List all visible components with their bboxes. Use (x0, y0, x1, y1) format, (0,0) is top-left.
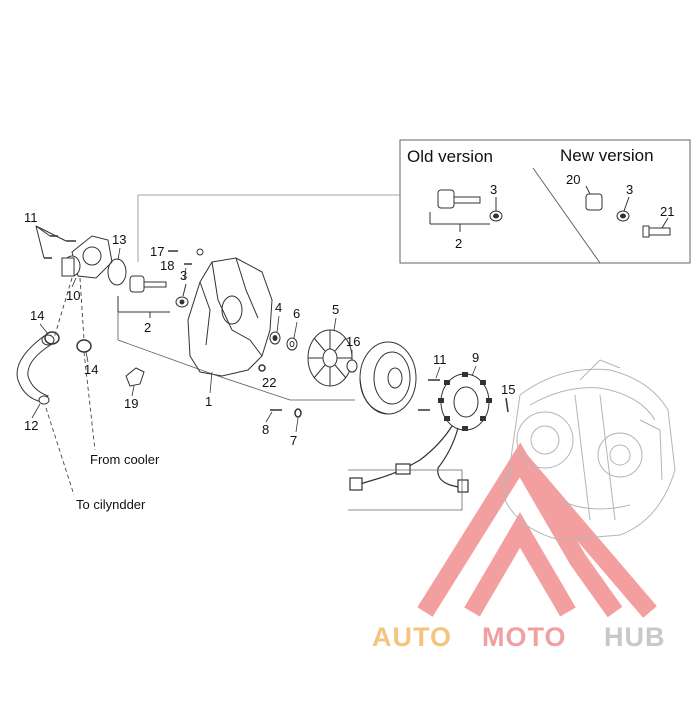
coolant-hose (16, 334, 55, 405)
new-version-label: New version (560, 146, 654, 165)
callout-10: 10 (66, 288, 80, 303)
callout-11: 11 (433, 352, 447, 367)
cover-seals (269, 331, 298, 351)
watermark-triangle (417, 442, 657, 618)
callout-7: 7 (290, 433, 297, 448)
engine-case-sketch (499, 359, 676, 541)
cover-leader-lines (117, 312, 355, 401)
callout-17: 17 (150, 244, 164, 259)
callout-13: 13 (112, 232, 126, 247)
to-cylinder-label: To cilyndder (76, 497, 146, 512)
callout-leaders (31, 247, 477, 433)
flow-dashed-lines (45, 277, 96, 496)
inset-leader-lines (137, 194, 400, 262)
callout-11: 11 (24, 210, 38, 225)
stator-screws (418, 379, 440, 411)
callout-8: 8 (262, 422, 269, 437)
stator-coil (438, 372, 492, 431)
callout-16: 16 (346, 334, 360, 349)
fan-nut (346, 359, 358, 373)
new-pump-parts (585, 193, 671, 238)
callout-18: 18 (160, 258, 174, 273)
flywheel-rotor (359, 341, 417, 415)
callout-21: 21 (660, 204, 674, 219)
watermark-hub: HUB (604, 622, 666, 652)
callout-1: 1 (205, 394, 212, 409)
gasket-ring (107, 258, 127, 286)
callout-14: 14 (84, 362, 98, 377)
housing-bolts (44, 235, 76, 259)
callout-12: 12 (24, 418, 38, 433)
callout-19: 19 (124, 396, 138, 411)
impeller-shaft (129, 275, 189, 308)
callout-6: 6 (293, 306, 300, 321)
from-cooler-label: From cooler (90, 452, 160, 467)
side-cover (187, 257, 273, 377)
callout-9: 9 (472, 350, 479, 365)
version-inset: Old version New version 3 2 20 3 21 (399, 139, 691, 264)
callout-2: 2 (144, 320, 151, 335)
callout-3: 3 (180, 268, 187, 283)
callout-4: 4 (275, 300, 282, 315)
callout-22: 22 (262, 375, 276, 390)
callout-15: 15 (501, 382, 515, 397)
hose-bracket (125, 367, 145, 387)
cover-bolts (168, 250, 192, 265)
watermark-moto: MOTO (482, 622, 567, 652)
small-screws (258, 364, 302, 418)
watermark-logo-text: AUTO MOTO HUB (372, 622, 666, 652)
watermark-auto: AUTO (372, 622, 452, 652)
pin-15 (505, 397, 509, 413)
callout-14: 14 (30, 308, 44, 323)
callout-20: 20 (566, 172, 580, 187)
callout-2: 2 (455, 236, 462, 251)
callout-5: 5 (332, 302, 339, 317)
old-version-label: Old version (407, 147, 493, 166)
pump-housing (61, 235, 113, 279)
callout-3: 3 (626, 182, 633, 197)
callout-3: 3 (490, 182, 497, 197)
wiring-harness (348, 425, 469, 511)
